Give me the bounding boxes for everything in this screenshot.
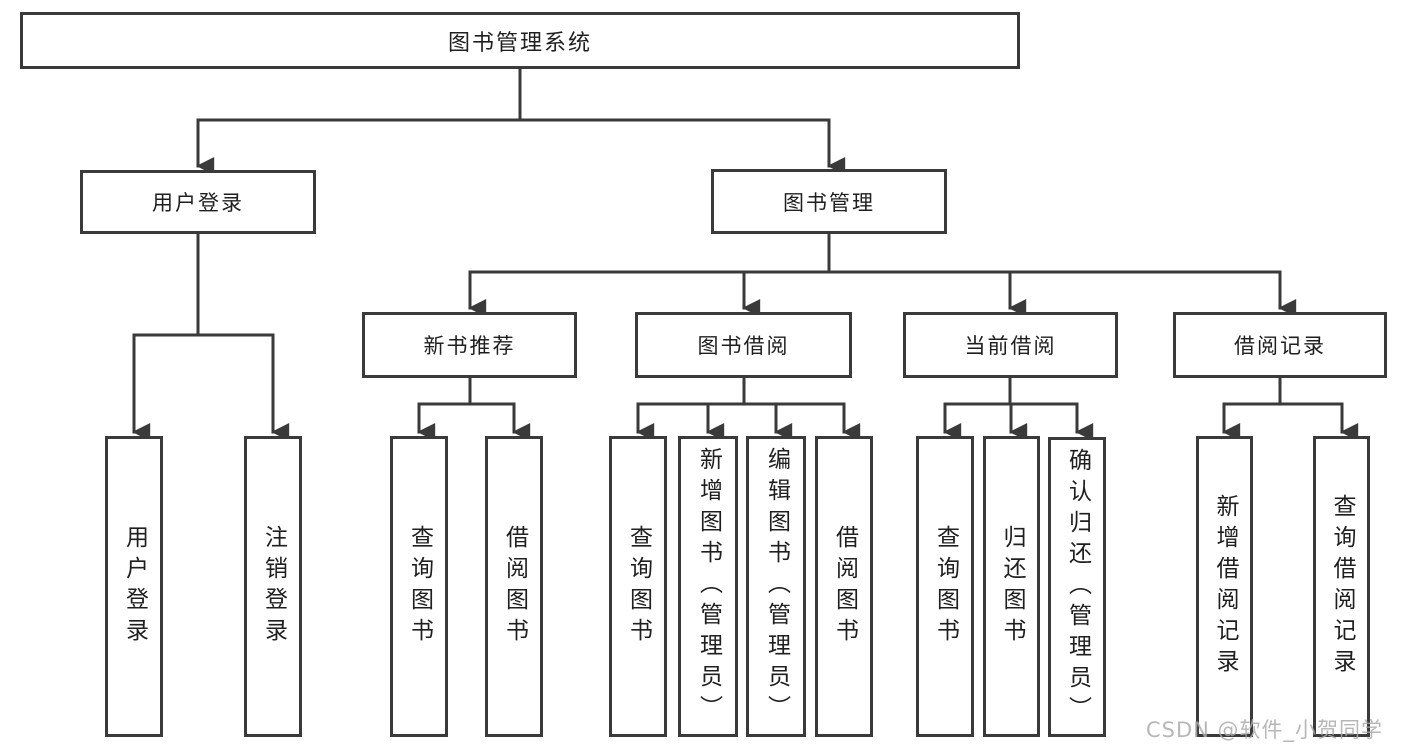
node-leaf-query-books-borrow: 查询图书	[609, 436, 667, 737]
edge-group-book-borrow	[636, 377, 861, 441]
edge-group-new-book	[417, 377, 531, 441]
node-leaf-add-book-admin: 新增图书（管理员）	[678, 436, 738, 737]
node-label: 图书管理	[783, 190, 875, 215]
node-label: 新增图书（管理员）	[695, 447, 722, 726]
node-label: 确认归还（管理员）	[1064, 447, 1091, 727]
node-label: 归还图书	[999, 524, 1025, 649]
node-leaf-query-books-current: 查询图书	[916, 436, 974, 737]
node-current-borrow: 当前借阅	[903, 312, 1118, 378]
node-label: 图书借阅	[697, 334, 790, 358]
node-library-management-system: 图书管理系统	[20, 12, 1020, 69]
node-new-book-recommend: 新书推荐	[362, 312, 577, 378]
node-leaf-confirm-return-admin: 确认归还（管理员）	[1048, 437, 1106, 737]
node-book-management: 图书管理	[711, 169, 947, 234]
node-label: 注销登录	[260, 524, 287, 649]
node-leaf-query-books-recommend: 查询图书	[390, 436, 448, 737]
node-user-login: 用户登录	[80, 170, 316, 234]
node-label: 借阅图书	[831, 524, 858, 649]
node-leaf-borrow-books-recommend: 借阅图书	[485, 436, 543, 737]
node-label: 借阅记录	[1234, 334, 1326, 358]
node-leaf-user-login: 用户登录	[105, 436, 163, 737]
edge-group-records	[1222, 377, 1359, 441]
node-label: 用户登录	[121, 524, 148, 649]
node-book-borrow: 图书借阅	[635, 312, 852, 378]
edge-group-root	[196, 67, 846, 175]
node-leaf-logout: 注销登录	[244, 436, 302, 737]
node-label: 编辑图书（管理员）	[763, 447, 790, 726]
node-label: 查询图书	[932, 524, 959, 649]
edge-group-book-mgmt	[468, 233, 1297, 317]
node-leaf-borrow-books: 借阅图书	[815, 436, 873, 737]
node-label: 查询借阅记录	[1329, 493, 1355, 680]
node-leaf-query-borrow-record: 查询借阅记录	[1313, 436, 1370, 737]
watermark: CSDN @软件_小贺同学	[1146, 718, 1384, 742]
edge-group-current-borrow	[943, 377, 1094, 441]
node-label: 用户登录	[152, 191, 244, 215]
node-label: 新增借阅记录	[1212, 493, 1238, 680]
edge-group-user-login	[132, 233, 290, 441]
node-label: 查询图书	[406, 524, 433, 649]
node-label: 当前借阅	[964, 334, 1057, 358]
node-leaf-return-book: 归还图书	[983, 436, 1040, 737]
node-label: 查询图书	[625, 524, 652, 649]
node-label: 新书推荐	[423, 334, 516, 358]
node-leaf-edit-book-admin: 编辑图书（管理员）	[746, 436, 806, 737]
node-label: 图书管理系统	[447, 30, 592, 56]
node-leaf-add-borrow-record: 新增借阅记录	[1196, 436, 1253, 737]
node-label: 借阅图书	[501, 524, 528, 649]
node-borrow-records: 借阅记录	[1173, 312, 1387, 378]
